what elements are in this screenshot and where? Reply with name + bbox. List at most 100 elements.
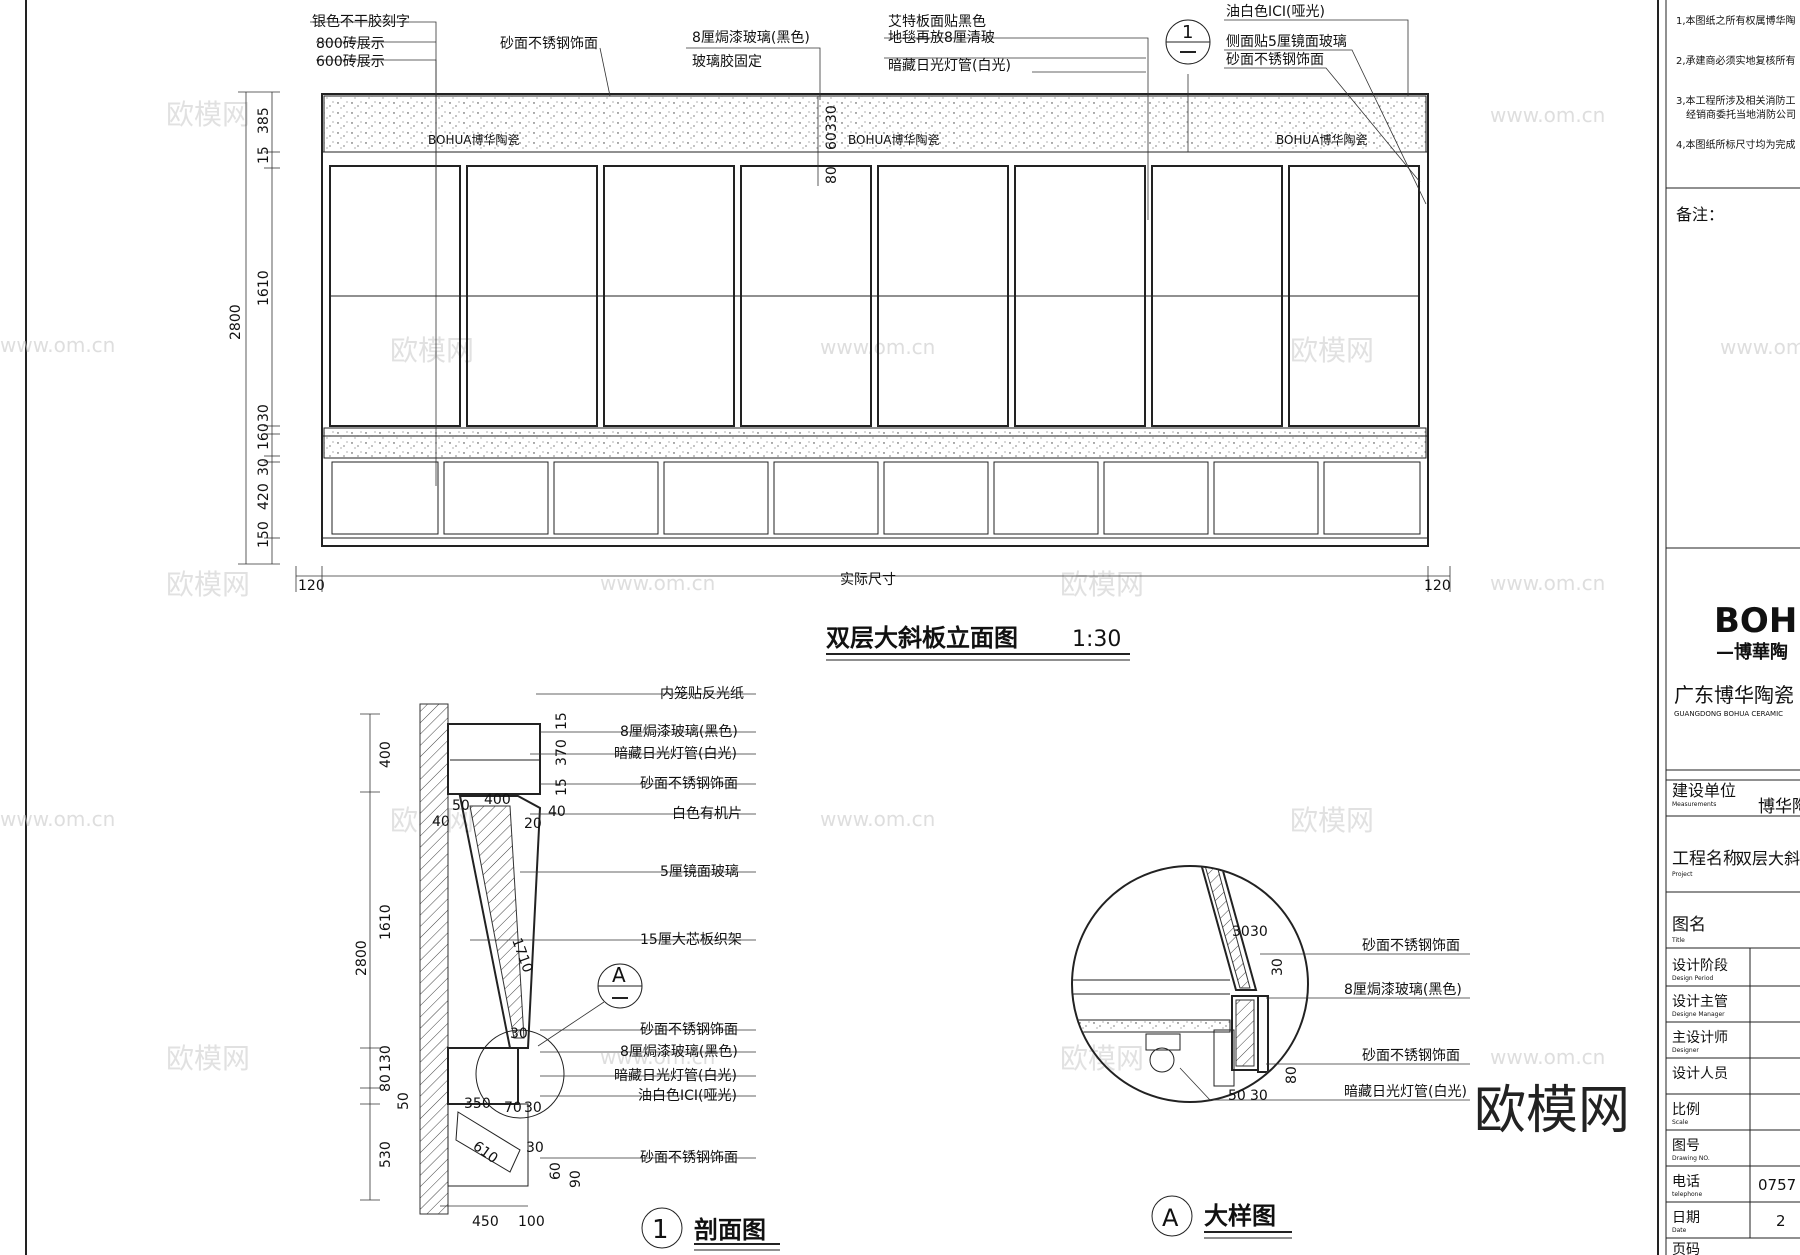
section-label: 暗藏日光灯管(白光) [614, 746, 737, 762]
tb-label: 电话 [1672, 1174, 1700, 1190]
dim-text: 80 [378, 1074, 394, 1092]
dim-text: 610 [470, 1138, 501, 1167]
top-fascia [323, 95, 1427, 153]
dim-text: 385 [256, 107, 272, 134]
dim-text: 530 [378, 1141, 394, 1168]
watermark-url: www.om.cn [0, 807, 115, 831]
callout-text: 暗藏日光灯管(白光) [888, 58, 1011, 74]
callout-text: 油白色ICI(哑光) [1226, 3, 1325, 20]
section-label: 5厘镜面玻璃 [660, 863, 739, 880]
tb-label-en: Drawing NO. [1672, 1155, 1710, 1162]
dim-text: 15 [554, 778, 570, 796]
section-label: 白色有机片 [672, 805, 742, 822]
watermark-text: 欧模网 [166, 568, 250, 601]
callout-text: 玻璃胶固定 [692, 53, 762, 70]
remark-label: 备注： [1676, 205, 1724, 224]
watermark-big: 欧模网 [1474, 1081, 1630, 1141]
brand-logo: BOH [1714, 601, 1797, 641]
dim-text: 15 [554, 712, 570, 730]
dim-text: 实际尺寸 [840, 572, 896, 588]
dim-text: 350 [464, 1096, 491, 1112]
elevation-drawing: BOHUA博华陶瓷 BOHUA博华陶瓷 BOHUA博华陶瓷 [228, 3, 1451, 661]
tb-label: 设计主管 [1672, 994, 1728, 1010]
watermark-text: 欧模网 [166, 98, 250, 131]
brand-label: BOHUA博华陶瓷 [848, 132, 939, 147]
dim-text: 50 [1228, 1088, 1246, 1104]
detail-callout-circle [475, 1029, 565, 1119]
detail-label: 8厘焗漆玻璃(黑色) [1344, 981, 1462, 998]
dim-text: 60 [824, 132, 840, 150]
dim-text: 120 [298, 578, 325, 594]
dim-text: 30 [510, 1026, 528, 1042]
section-label: 砂面不锈钢饰面 [640, 776, 738, 792]
dim-text: 30 [256, 404, 272, 422]
dim-text: 1610 [378, 904, 394, 940]
dim-text: 30 [526, 1140, 544, 1156]
leaders [310, 19, 1427, 486]
dim-text: 40 [548, 804, 566, 820]
dim-text: 30 [256, 458, 272, 476]
tb-label-en: Designe Manager [1672, 1011, 1725, 1018]
tb-label-en: telephone [1672, 1191, 1702, 1198]
tb-label-en: Designer [1672, 1047, 1699, 1054]
dim-text: 400 [378, 741, 394, 768]
dim-text: 160 [256, 423, 272, 450]
detail-circle [1071, 865, 1309, 1103]
callout-text: 砂面不锈钢饰面 [1226, 52, 1324, 68]
tb-label-en: Date [1672, 1227, 1687, 1234]
dim-text: 400 [484, 792, 511, 808]
brand-logo-sub: —博華陶 [1716, 641, 1788, 663]
title-block: BOH —博華陶 广东博华陶瓷 GUANGDONG BOHUA CERAMIC … [1666, 601, 1800, 1255]
lower-panels [331, 461, 1421, 535]
elevation-title: 双层大斜板立面图 [826, 624, 1018, 652]
watermark-url: www.om.cn [1720, 335, 1800, 359]
tb-label: 页码 [1672, 1242, 1700, 1255]
brand-label: BOHUA博华陶瓷 [428, 132, 519, 147]
detail-label: 砂面不锈钢饰面 [1362, 1048, 1460, 1064]
tb-label: 设计阶段 [1672, 958, 1728, 974]
watermark-text: 欧模网 [1290, 804, 1374, 837]
elevation-scale: 1:30 [1072, 627, 1121, 652]
svg-text:1: 1 [1182, 22, 1193, 43]
dim-text: 30 [524, 1100, 542, 1116]
wall-hatch [419, 703, 449, 1215]
dim-text: 100 [518, 1214, 545, 1230]
watermark-text: 欧模网 [1290, 334, 1374, 367]
dim-text: 1610 [256, 270, 272, 306]
dim-text: 80 [1284, 1066, 1300, 1084]
brand-label: BOHUA博华陶瓷 [1276, 132, 1367, 147]
section-label: 8厘焗漆玻璃(黑色) [620, 1043, 738, 1060]
svg-text:1: 1 [652, 1215, 669, 1245]
section-label: 内笼贴反光纸 [660, 685, 744, 702]
tb-value: 2 [1776, 1212, 1786, 1230]
detail-title: 大样图 [1204, 1202, 1276, 1230]
tb-label-en: Scale [1672, 1119, 1688, 1126]
company-name: 广东博华陶瓷 [1674, 683, 1794, 707]
tb-label-en: Title [1671, 937, 1685, 944]
tb-label-en: Measurements [1672, 801, 1716, 808]
note-text: 1,本图纸之所有权属博华陶 [1676, 14, 1796, 27]
dim-text: 30 [1250, 924, 1268, 940]
section-label: 砂面不锈钢饰面 [640, 1022, 738, 1038]
upper-panels [329, 165, 1420, 427]
dim-text: 15 [256, 146, 272, 164]
section-title: 剖面图 [694, 1216, 766, 1244]
watermark-url: www.om.cn [1490, 1045, 1605, 1069]
watermark-url: www.om.cn [600, 571, 715, 595]
dim-text: 40 [432, 814, 450, 830]
note-text: 2,承建商必须实地复核所有 [1676, 54, 1796, 67]
tb-value: 双层大斜板 [1736, 849, 1800, 868]
watermark-url: www.om.cn [1490, 571, 1605, 595]
callout-text: 艾特板面贴黑色 [888, 13, 986, 30]
elevation-outline [321, 93, 1429, 547]
section-label: 油白色ICI(哑光) [638, 1087, 737, 1104]
dim-lines [238, 91, 1451, 592]
section-label: 暗藏日光灯管(白光) [614, 1068, 737, 1084]
tb-label: 主设计师 [1672, 1030, 1728, 1046]
detail-drawing: 砂面不锈钢饰面 8厘焗漆玻璃(黑色) 砂面不锈钢饰面 暗藏日光灯管(白光) 30… [1071, 865, 1470, 1239]
watermark-text: 欧模网 [390, 334, 474, 367]
dim-text: 130 [378, 1045, 394, 1072]
dim-text: 2800 [228, 304, 244, 340]
dim-text: 60 [548, 1162, 564, 1180]
